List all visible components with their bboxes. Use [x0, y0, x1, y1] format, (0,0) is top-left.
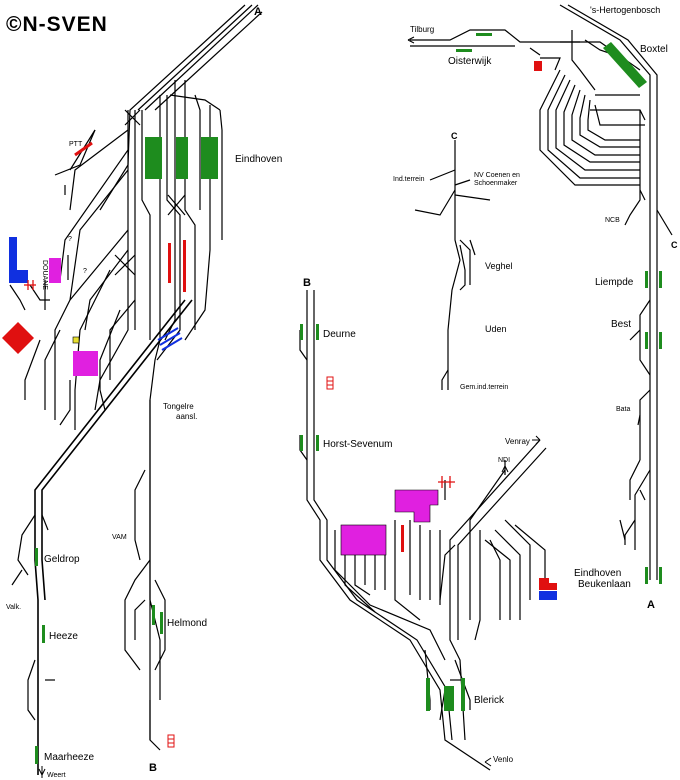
industries-left — [2, 237, 98, 376]
label-douane: DOUANE — [41, 260, 48, 290]
section-letter-c-veghel: C — [451, 131, 458, 141]
label-weert: Weert — [47, 772, 66, 779]
label-question-1: ? — [68, 236, 72, 243]
station-best: Best — [611, 319, 631, 330]
station-heeze: Heeze — [49, 631, 78, 642]
label-valk: Valk. — [6, 604, 21, 611]
station-tongelre: Tongelre — [163, 402, 194, 411]
platform-blerick-2 — [444, 686, 454, 711]
label-coenen-1: NV Coenen en — [474, 172, 520, 179]
platform-liempde-1 — [645, 271, 648, 288]
eindhoven-tracks — [9, 4, 263, 775]
label-ncb: NCB — [605, 217, 620, 224]
label-bata: Bata — [616, 406, 631, 413]
platform-deurne-2 — [316, 324, 319, 340]
section-letter-c-boxtel: C — [671, 240, 678, 250]
station-geldrop: Geldrop — [44, 554, 80, 565]
label-gem-ind-terrein: Gem.ind.terrein — [460, 384, 508, 391]
platform-best-1 — [645, 332, 648, 349]
venlo-industries — [340, 476, 557, 600]
label-coenen-2: Schoenmaker — [474, 180, 518, 187]
station-uden: Uden — [485, 324, 507, 334]
section-letter-b-bottom: B — [149, 762, 157, 774]
boxtel-tracks — [410, 4, 673, 580]
station-eindhoven: Eindhoven — [235, 154, 282, 165]
veghel-branch-tracks — [414, 140, 491, 390]
copyright-logo: ©N-SVEN — [6, 13, 108, 36]
platform-boxtel — [603, 42, 647, 88]
helmond-red-signal — [167, 734, 175, 748]
platform-blerick-3 — [461, 678, 465, 711]
label-vam: VAM — [112, 534, 127, 541]
station-venlo: Venlo — [493, 755, 514, 764]
platform-best-2 — [659, 332, 662, 349]
platform-horst-1 — [300, 435, 303, 451]
platform-oisterwijk-2 — [456, 49, 472, 52]
platform-horst-2 — [316, 435, 319, 451]
station-maarheeze: Maarheeze — [44, 752, 94, 763]
station-oisterwijk: Oisterwijk — [448, 56, 492, 67]
station-deurne: Deurne — [323, 329, 356, 340]
red-sidings-eindhoven — [74, 141, 186, 351]
section-letter-a-bottom: A — [647, 599, 655, 611]
section-letter-b-top: B — [303, 277, 311, 289]
platform-maarheeze — [35, 746, 38, 764]
station-veghel: Veghel — [485, 261, 513, 271]
platform-geldrop — [35, 548, 38, 566]
venlo-line-tracks — [299, 290, 547, 771]
platform-liempde-2 — [659, 271, 662, 288]
label-question-2: ? — [83, 268, 87, 275]
station-beukenlaan-2: Beukenlaan — [578, 579, 631, 590]
station-beukenlaan-1: Eindhoven — [574, 568, 621, 579]
station-venray: Venray — [505, 437, 530, 446]
section-letter-a-top: A — [254, 6, 262, 18]
station-liempde: Liempde — [595, 277, 634, 288]
platform-oisterwijk-1 — [476, 33, 492, 36]
platform-beukenlaan-2 — [659, 567, 662, 584]
station-tongelre-aansl: aansl. — [176, 412, 197, 421]
label-ndi: NDI — [498, 457, 510, 464]
station-hertogenbosch: 's-Hertogenbosch — [590, 5, 660, 15]
geldrop-line-tracks — [11, 514, 55, 721]
station-blerick: Blerick — [474, 695, 505, 706]
deurne-red-signal — [326, 376, 334, 390]
platform-blerick-1 — [426, 678, 430, 711]
platform-heeze — [42, 625, 45, 643]
direction-arrows — [38, 36, 541, 776]
eindhoven-platforms — [145, 137, 218, 179]
platform-helmond-2 — [160, 612, 163, 634]
red-signal-oisterwijk — [534, 61, 542, 71]
label-ind-terrein: Ind.terrein — [393, 176, 425, 183]
platform-helmond-1 — [152, 605, 155, 625]
station-tilburg: Tilburg — [410, 25, 434, 34]
station-boxtel: Boxtel — [640, 44, 668, 55]
station-horst: Horst-Sevenum — [323, 439, 392, 450]
label-ptt: PTT — [69, 141, 83, 148]
platform-beukenlaan-1 — [645, 567, 648, 584]
station-helmond: Helmond — [167, 618, 207, 629]
platform-deurne-1 — [300, 324, 303, 340]
